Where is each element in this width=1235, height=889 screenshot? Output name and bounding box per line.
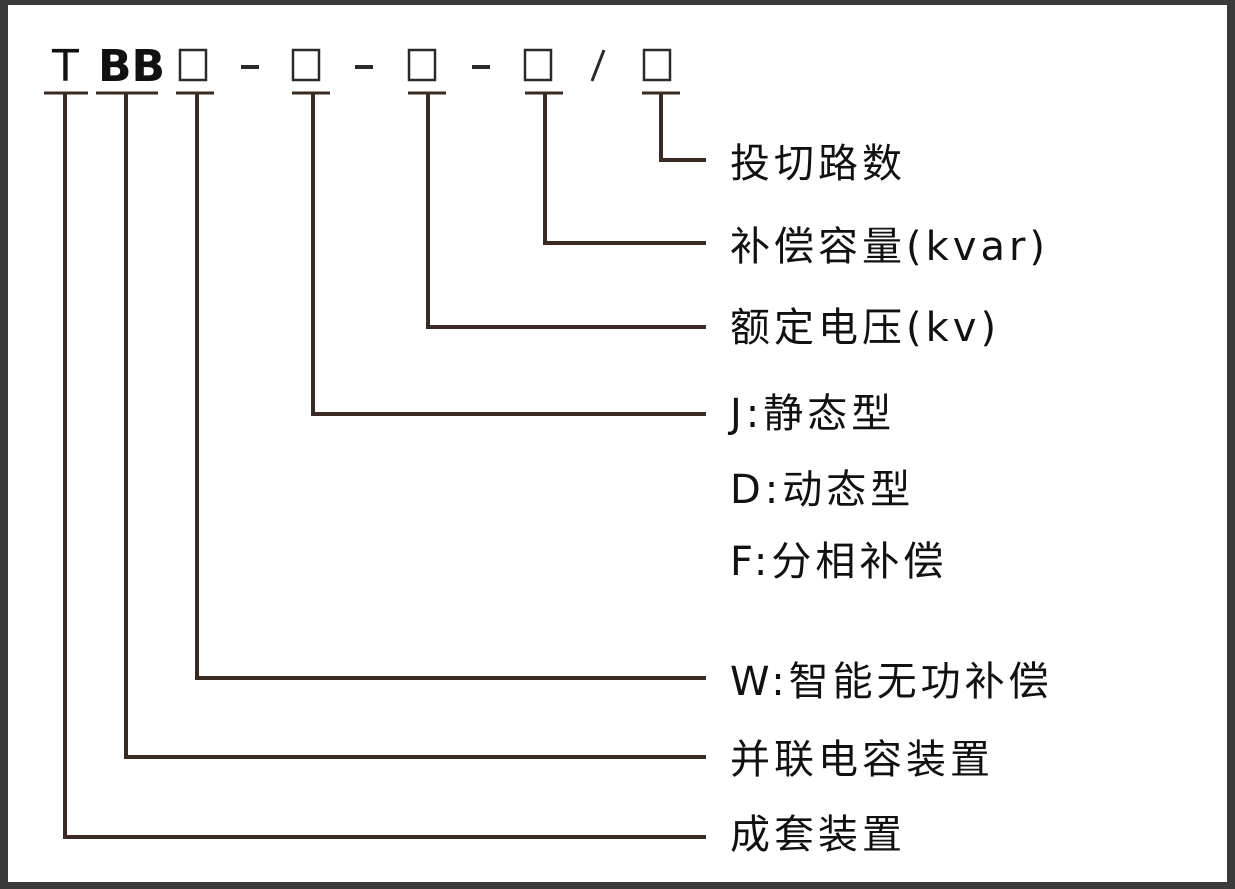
label-parallel: 并联电容装置 <box>730 737 994 783</box>
label-voltage: 额定电压(kv) <box>730 305 1000 351</box>
leader-voltage <box>426 93 706 329</box>
leader-parallel <box>124 93 706 759</box>
leader-circuits <box>659 93 706 162</box>
model-code-diagram: T BB 投切路数 补偿容量(kvar) 额定电压(kv) J:静态型 D:动态… <box>44 41 1053 858</box>
code-char-t: T <box>51 41 79 92</box>
code-slash <box>590 49 606 82</box>
leader-complete-set <box>63 93 706 839</box>
code-box-4 <box>523 48 553 82</box>
label-intelligent: W:智能无功补偿 <box>730 659 1053 705</box>
leader-capacity <box>543 93 706 245</box>
code-box-5 <box>642 48 672 82</box>
code-box-1 <box>178 48 208 82</box>
leader-intelligent <box>195 93 706 680</box>
label-type-d: D:动态型 <box>730 467 914 513</box>
label-circuits: 投切路数 <box>730 141 906 187</box>
leader-type <box>311 93 706 416</box>
label-type-f: F:分相补偿 <box>730 539 947 585</box>
label-type-j: J:静态型 <box>727 391 895 437</box>
label-complete-set: 成套装置 <box>730 812 906 858</box>
diagram-canvas: T BB 投切路数 补偿容量(kvar) 额定电压(kv) J:静态型 D:动态… <box>8 5 1227 882</box>
code-char-bb: BB <box>98 41 165 92</box>
label-capacity: 补偿容量(kvar) <box>730 224 1049 270</box>
code-box-2 <box>291 48 321 82</box>
code-box-3 <box>407 48 437 82</box>
